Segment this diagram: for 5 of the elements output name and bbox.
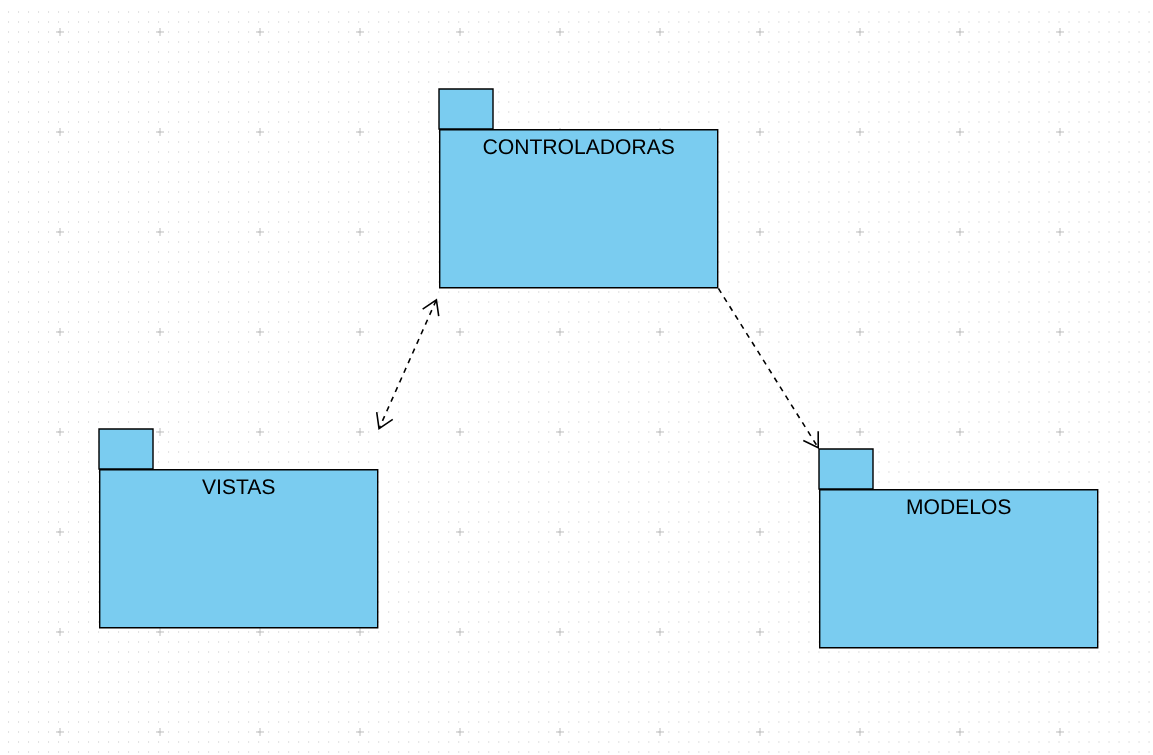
dependency-arrow (375, 298, 440, 430)
package-box: CONTROLADORAS (438, 88, 719, 289)
dependency-arrow (717, 287, 819, 449)
package-box: VISTAS (98, 428, 379, 629)
package-box: MODELOS (818, 448, 1099, 649)
